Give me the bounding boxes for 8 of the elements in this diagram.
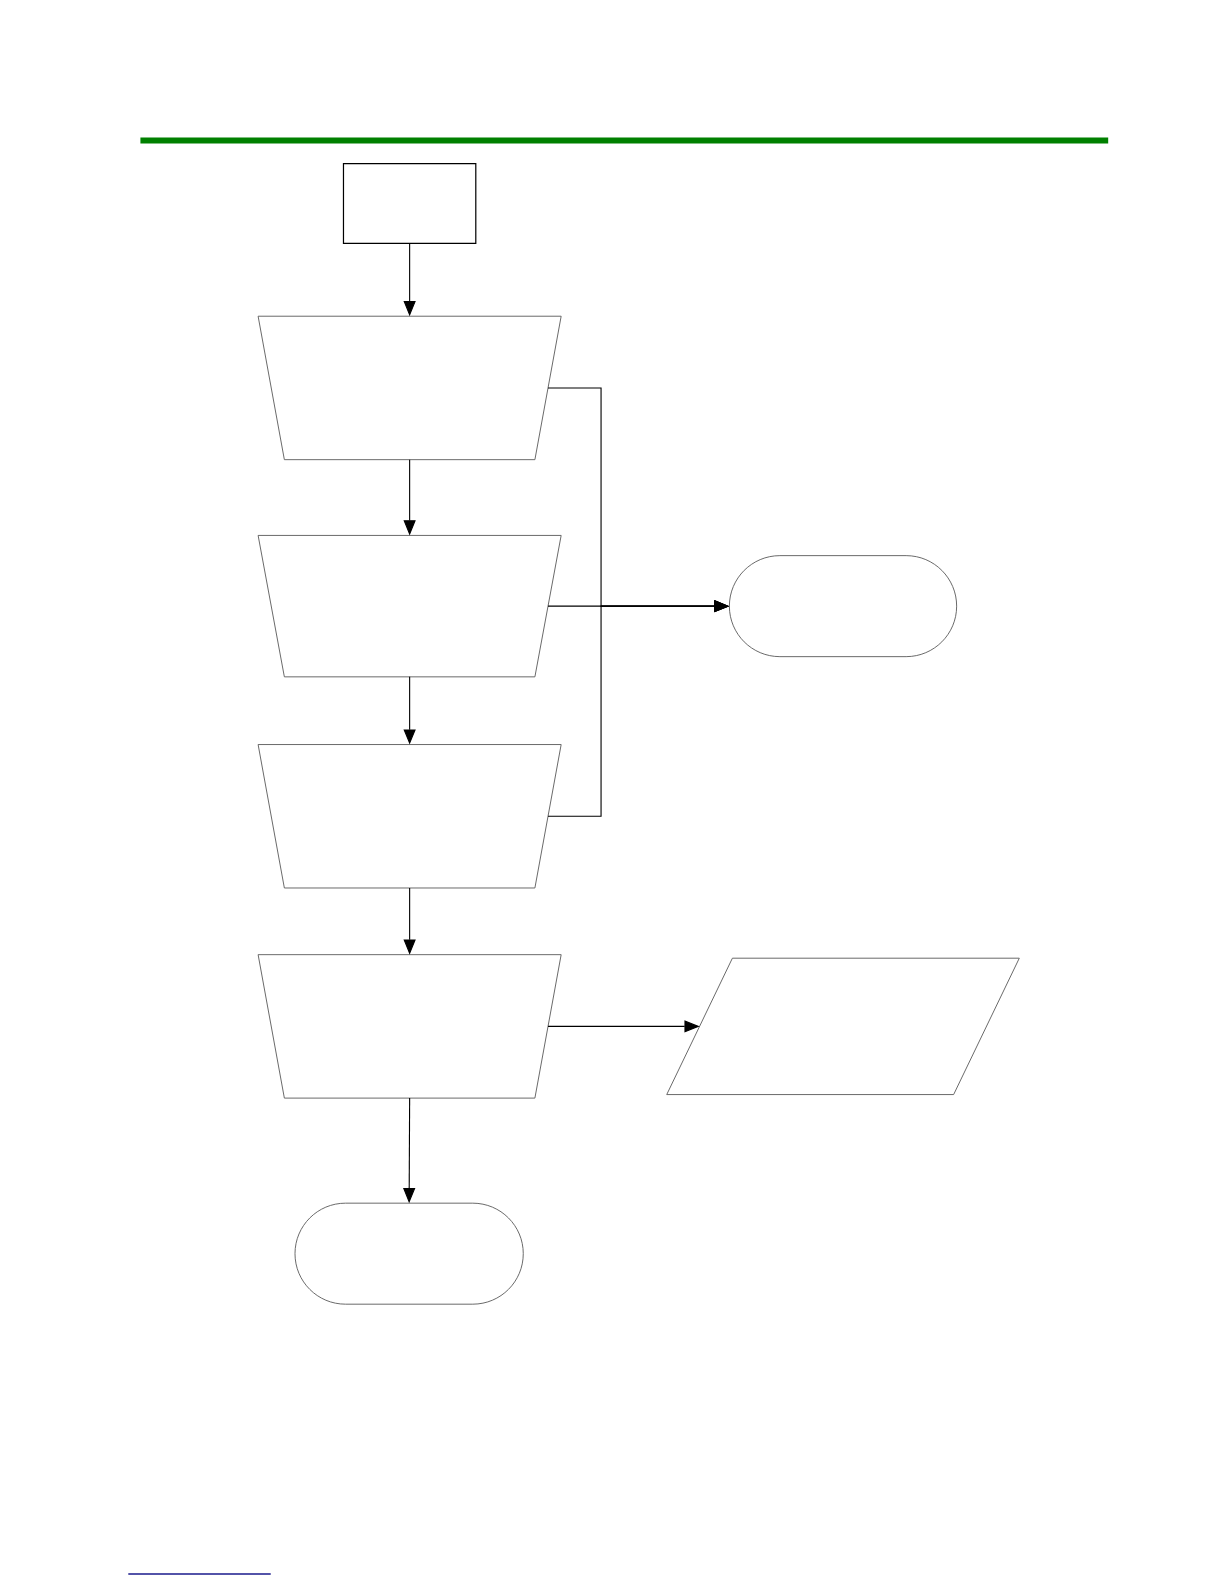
manual-operation-shape <box>257 315 562 461</box>
data-parallelogram <box>666 957 1020 1096</box>
terminator-shape <box>728 555 957 658</box>
manual-operation-shape <box>257 954 562 1099</box>
manual-operation-shape <box>257 744 562 889</box>
terminator-shape <box>294 1202 524 1305</box>
process-box <box>342 163 477 245</box>
manual-operation-shape <box>257 534 562 678</box>
